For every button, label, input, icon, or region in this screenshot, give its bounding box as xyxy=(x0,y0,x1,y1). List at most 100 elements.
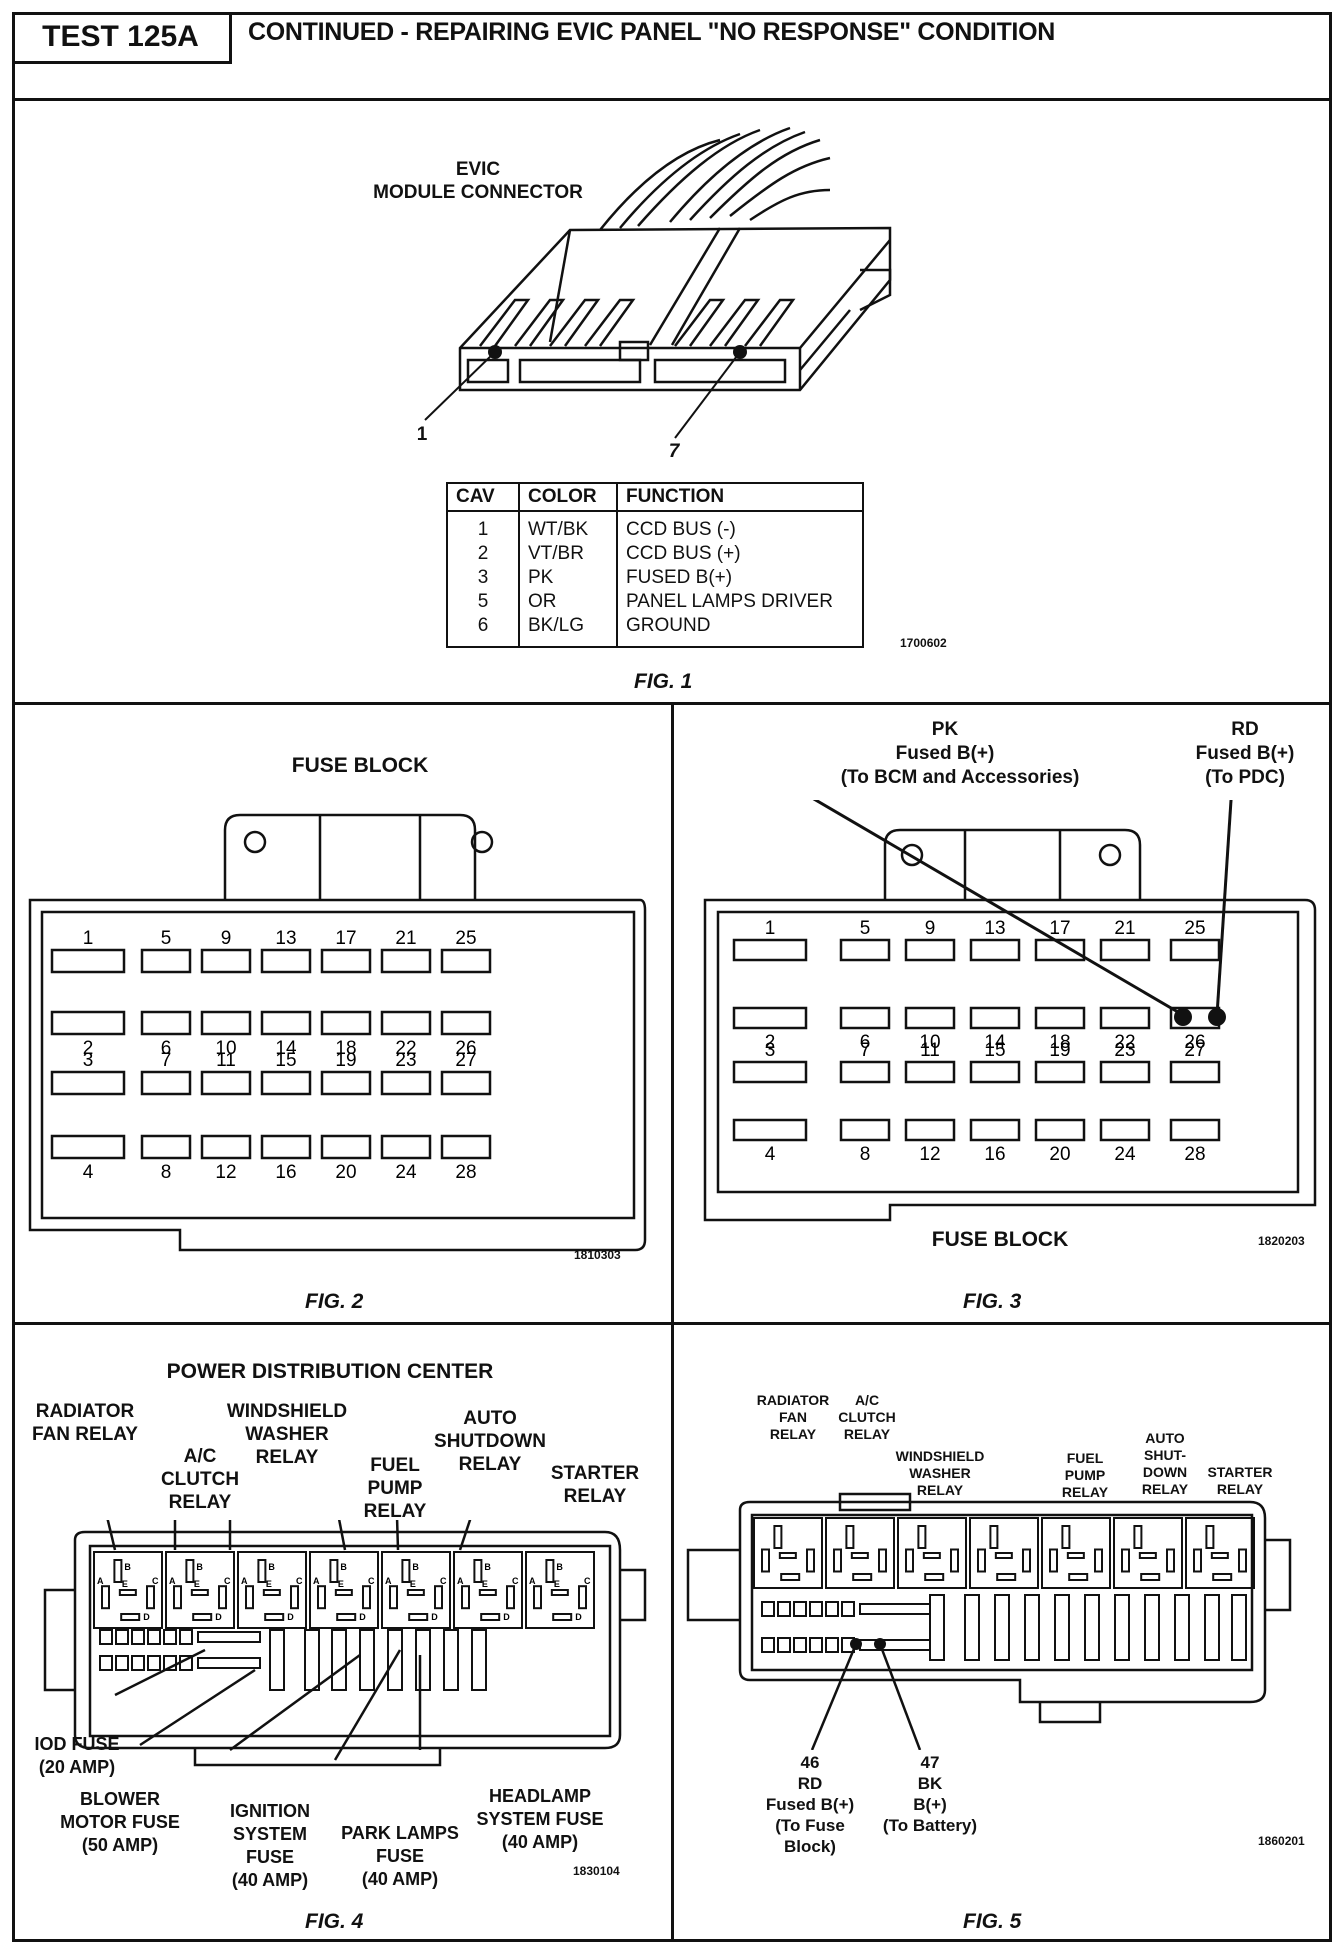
fuse-number: 26 xyxy=(1184,1032,1205,1053)
fuse-number: 15 xyxy=(275,1050,296,1071)
relay-pin-label: D xyxy=(287,1612,294,1622)
divider-header xyxy=(12,98,1332,101)
fuse-slot-1 xyxy=(50,948,126,974)
cavity-table: CAV COLOR FUNCTION 1 WT/BK CCD BUS (-) 2… xyxy=(446,482,864,648)
fig3-pk-label-3: (To BCM and Accessories) xyxy=(840,767,1080,788)
fuse-slot-24 xyxy=(380,1134,432,1160)
fig5-fuel-pump-relay: FUEL PUMP RELAY xyxy=(1061,1450,1109,1500)
fuse-number: 16 xyxy=(275,1162,296,1183)
fuse-slot-2 xyxy=(732,1006,808,1030)
fuse-number: 13 xyxy=(275,928,296,949)
relay-socket xyxy=(825,1517,895,1589)
fuse-number: 24 xyxy=(1114,1144,1136,1165)
fuse-number: 11 xyxy=(920,1040,940,1061)
mini-fuse xyxy=(841,1601,855,1617)
fuse-slot-22 xyxy=(1099,1006,1151,1030)
fuse-slot-7 xyxy=(140,1070,192,1096)
maxi-fuse xyxy=(1204,1594,1220,1661)
relay-pin-label: D xyxy=(143,1612,150,1622)
fig5-wire-46: 46 RD Fused B(+) (To Fuse Block) xyxy=(765,1753,855,1856)
fuse-number: 19 xyxy=(1049,1040,1070,1061)
col-function: FUNCTION xyxy=(616,483,863,512)
relay-pin-label: E xyxy=(266,1579,272,1589)
fuse-slot-5 xyxy=(839,938,891,962)
fuse-number: 2 xyxy=(83,1038,94,1059)
relay-socket xyxy=(1041,1517,1111,1589)
relay-pin-label: B xyxy=(268,1562,275,1572)
fuse-number: 11 xyxy=(216,1050,236,1071)
fuse-number: 3 xyxy=(765,1040,776,1061)
mini-fuse xyxy=(777,1637,791,1653)
maxi-fuse xyxy=(415,1629,431,1691)
relay-pin-label: B xyxy=(484,1562,491,1572)
fuse-number: 15 xyxy=(984,1040,1005,1061)
relay-pin-label: B xyxy=(556,1562,563,1572)
fuse-slot-4 xyxy=(732,1118,808,1142)
fuse-number: 10 xyxy=(919,1032,940,1053)
maxi-fuse xyxy=(443,1629,459,1691)
mini-fuse xyxy=(147,1629,161,1645)
maxi-fuse xyxy=(471,1629,487,1691)
fuse-number: 5 xyxy=(860,918,871,939)
fuse-number: 5 xyxy=(161,928,172,949)
fuse-number: 22 xyxy=(1114,1032,1135,1053)
connector-label-1: EVIC xyxy=(455,159,501,180)
fuse-slot-10 xyxy=(200,1010,252,1036)
relay-pin-label: D xyxy=(215,1612,222,1622)
fuse-slot-6 xyxy=(839,1006,891,1030)
fuse-slot-11 xyxy=(200,1070,252,1096)
divider-vertical xyxy=(671,702,674,1942)
fuse-number: 25 xyxy=(455,928,476,949)
fuse-number: 21 xyxy=(395,928,416,949)
relay-socket xyxy=(1113,1517,1183,1589)
fuse-number: 3 xyxy=(83,1050,94,1071)
mini-fuse xyxy=(147,1655,161,1671)
fuse-number: 24 xyxy=(395,1162,417,1183)
fuse-slot-16 xyxy=(260,1134,312,1160)
fig5-windshield-washer-relay: WINDSHIELD WASHER RELAY xyxy=(895,1448,985,1498)
fuse-number: 25 xyxy=(1184,918,1205,939)
col-color: COLOR xyxy=(518,483,617,512)
maxi-fuse xyxy=(1174,1594,1190,1661)
relay-pin-label: E xyxy=(194,1579,200,1589)
relay-pin-label: B xyxy=(196,1562,203,1572)
relay-pin-label: B xyxy=(412,1562,419,1572)
fuse-slot-13 xyxy=(260,948,312,974)
fig3-rd-label-1: RD xyxy=(1231,719,1259,740)
test-id: TEST 125A xyxy=(12,12,232,64)
fig4-ignition-system-fuse: IGNITION SYSTEM FUSE (40 AMP) xyxy=(230,1801,310,1890)
cartridge-fuse xyxy=(197,1657,261,1669)
fig2-title: FUSE BLOCK xyxy=(291,754,429,777)
mini-fuse xyxy=(761,1637,775,1653)
fuse-slot-17 xyxy=(1034,938,1086,962)
fuse-number: 10 xyxy=(215,1038,236,1059)
table-row: 6 BK/LG GROUND xyxy=(447,614,863,647)
fuse-number: 7 xyxy=(161,1050,172,1071)
relay-pin-label: C xyxy=(152,1576,159,1586)
fuse-slot-23 xyxy=(1099,1060,1151,1084)
fig3-rd-label-2: Fused B(+) xyxy=(1195,743,1295,764)
fuse-number: 17 xyxy=(335,928,356,949)
fuse-number: 20 xyxy=(335,1162,356,1183)
relay-pin-label: C xyxy=(512,1576,519,1586)
mini-fuse xyxy=(163,1629,177,1645)
relay-pin-label: B xyxy=(340,1562,347,1572)
fig4-starter-relay: STARTER RELAY xyxy=(550,1463,640,1507)
col-cav: CAV xyxy=(447,483,519,512)
page-title: CONTINUED - REPAIRING EVIC PANEL "NO RES… xyxy=(248,18,1055,46)
fuse-slot-18 xyxy=(1034,1006,1086,1030)
maxi-fuse xyxy=(359,1629,375,1691)
maxi-fuse xyxy=(1144,1594,1160,1661)
fig2-ref: 1810303 xyxy=(574,1248,621,1262)
maxi-fuse xyxy=(1024,1594,1040,1661)
table-row: 2 VT/BR CCD BUS (+) xyxy=(447,542,863,566)
fuse-slot-17 xyxy=(320,948,372,974)
maxi-fuse xyxy=(1114,1594,1130,1661)
relay-pin-label: D xyxy=(359,1612,366,1622)
relay-pin-label: E xyxy=(122,1579,128,1589)
fuse-number: 9 xyxy=(925,918,936,939)
